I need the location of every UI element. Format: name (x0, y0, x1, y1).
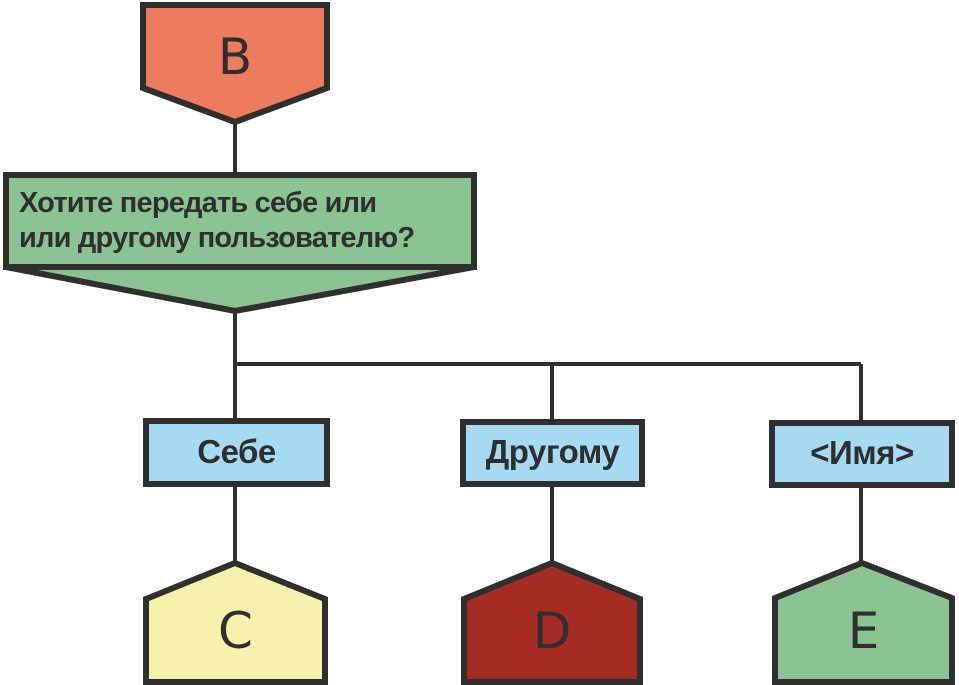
node-e-label: E (847, 601, 880, 660)
node-e (772, 559, 955, 685)
node-drugomu (460, 419, 645, 487)
node-c (143, 559, 328, 685)
node-b-label: B (217, 28, 253, 86)
node-d-label: D (532, 601, 572, 660)
question-line-1: Хотите передать себе или (19, 187, 377, 219)
node-question-tail (5, 264, 475, 315)
node-d (461, 559, 643, 685)
node-c-label: C (218, 601, 253, 660)
node-imya (769, 420, 955, 488)
node-sebe-label: Себе (197, 432, 276, 470)
node-question (3, 172, 477, 270)
node-sebe (143, 418, 330, 487)
question-line-2: или другому пользователю? (19, 222, 415, 254)
node-drugomu-label: Другому (485, 433, 620, 470)
node-question-label: Хотите передать себе или или другому пол… (6, 175, 474, 267)
node-b (140, 2, 330, 126)
node-imya-label: <Имя> (810, 434, 914, 471)
